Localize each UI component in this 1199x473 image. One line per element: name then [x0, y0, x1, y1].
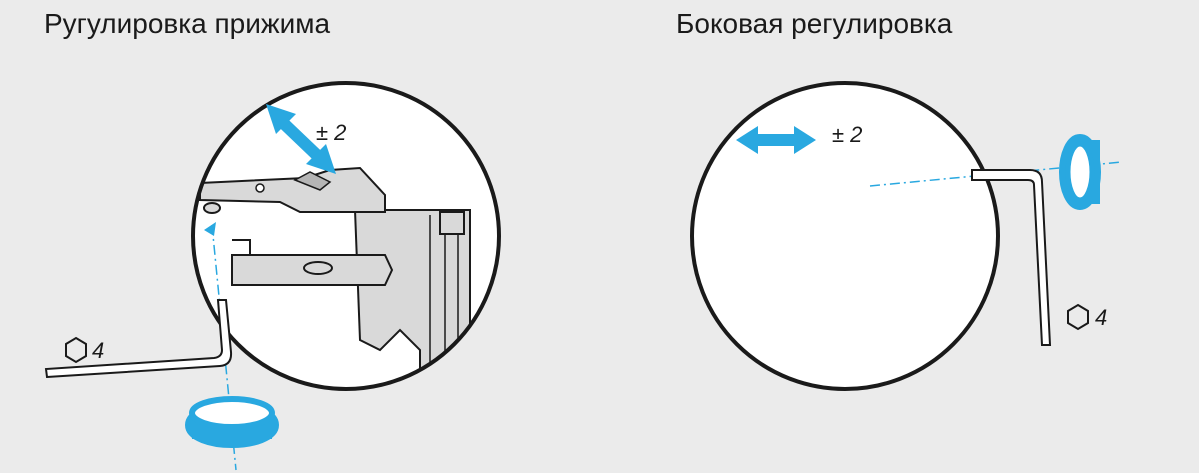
- right-key-size: 4: [1095, 305, 1107, 330]
- left-hex-key: [44, 299, 233, 379]
- rotation-arrow-icon: [185, 396, 279, 448]
- hexagon-icon: [65, 336, 87, 364]
- right-panel-title: Боковая регулировка: [676, 8, 953, 39]
- double-arrow-icon: [736, 126, 816, 154]
- left-key-size: 4: [92, 338, 104, 363]
- right-range-label: ± 2: [832, 122, 862, 147]
- left-panel-title: Ругулировка прижима: [44, 8, 331, 39]
- right-detail-view: [690, 81, 1000, 391]
- left-detail-view: [191, 81, 501, 391]
- right-hex-key: [971, 169, 1052, 346]
- right-detail-circle: [692, 83, 998, 389]
- double-arrow-icon: [266, 104, 336, 174]
- hexagon-icon: [1067, 303, 1089, 331]
- rotation-arrow-icon: [1059, 134, 1101, 210]
- left-range-label: ± 2: [316, 120, 346, 145]
